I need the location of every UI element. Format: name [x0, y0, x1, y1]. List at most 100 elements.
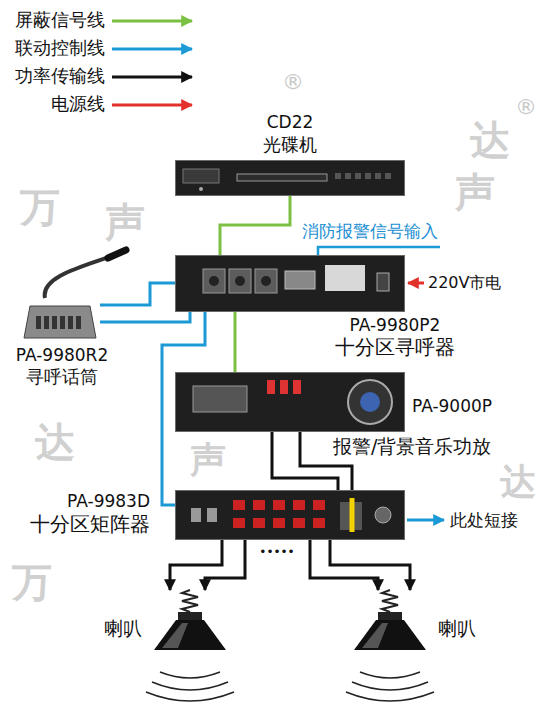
drawing-part — [313, 518, 325, 528]
drawing-part — [233, 500, 245, 510]
drawing-part — [36, 316, 41, 329]
drawing-part — [377, 273, 389, 291]
device-label: CD22 — [267, 113, 314, 132]
watermark: 万 — [20, 185, 60, 230]
watermark: ® — [282, 70, 304, 95]
device-label: 喇叭 — [438, 618, 476, 639]
loudspeaker: 喇叭 — [350, 590, 430, 662]
drawing-part — [345, 173, 351, 179]
mic-drawing — [20, 298, 100, 340]
device-label: 报警/背景音乐功放 — [333, 436, 491, 457]
pager-drawing — [175, 255, 405, 312]
zone-matrix: PA-9983D十分区矩阵器 — [175, 490, 405, 540]
drawing-part — [44, 316, 49, 329]
drawing-part — [182, 590, 198, 612]
drawing-part — [176, 256, 405, 312]
leader-arrow — [407, 519, 444, 522]
device-label: 十分区矩阵器 — [30, 513, 150, 535]
drawing-part — [52, 316, 57, 329]
drawing-part — [382, 590, 398, 612]
connector-line — [100, 283, 175, 305]
legend-sample-line — [112, 20, 192, 23]
legend-sample-line — [112, 76, 192, 79]
drawing-part — [280, 380, 288, 394]
amp-drawing — [175, 372, 405, 432]
leader-line — [318, 247, 440, 256]
drawing-part — [378, 612, 402, 620]
drawing-part — [154, 620, 226, 650]
watermark: 达 — [500, 462, 536, 502]
drawing-part — [365, 173, 371, 179]
drawing-part — [335, 173, 341, 179]
legend-sample-line — [112, 48, 192, 51]
drawing-part — [293, 518, 305, 528]
drawing-part — [176, 373, 405, 432]
connector-line — [170, 540, 222, 590]
drawing-part — [267, 380, 275, 394]
note-label: 此处短接 — [450, 511, 518, 530]
watermark: 声 — [190, 440, 226, 480]
drawing-part — [24, 306, 96, 338]
drawing-part — [176, 491, 405, 540]
device-label: 寻呼话筒 — [26, 367, 98, 387]
drawing-part — [253, 500, 265, 510]
drawing-part — [313, 500, 325, 510]
drawing-part — [385, 173, 391, 179]
cd-drawing — [175, 160, 405, 196]
drawing-part — [162, 623, 188, 648]
drawing-part — [237, 174, 327, 181]
drawing-part — [348, 380, 392, 424]
legend-sample-line — [112, 104, 192, 107]
spk-drawing — [150, 590, 230, 662]
device-label: PA-9000P — [412, 397, 492, 416]
drawing-part — [354, 620, 426, 650]
power-amplifier: PA-9000P报警/背景音乐功放 — [175, 372, 405, 432]
sound-wave — [346, 672, 434, 701]
drawing-part — [209, 276, 219, 286]
drawing-part — [273, 500, 285, 510]
drawing-part — [293, 380, 301, 394]
drawing-part — [235, 276, 245, 286]
loudspeaker: 喇叭 — [150, 590, 230, 662]
device-label: 十分区寻呼器 — [335, 336, 455, 358]
drawing-part — [375, 173, 381, 179]
power-leader — [408, 282, 424, 285]
drawing-part — [355, 173, 361, 179]
connector-line — [272, 432, 338, 490]
drawing-part — [273, 518, 285, 528]
connector-line — [234, 312, 237, 372]
drawing-part — [375, 507, 391, 523]
microphone-head — [108, 250, 126, 258]
drawing-part — [183, 169, 219, 183]
connector-line — [205, 540, 245, 590]
drawing-part — [191, 508, 201, 522]
watermark: 万 — [12, 560, 52, 605]
connector-line — [330, 540, 410, 590]
drawing-part — [350, 498, 355, 532]
legend-label: 屏蔽信号线 — [15, 10, 105, 30]
device-label: 光碟机 — [263, 135, 317, 155]
drawing-part — [178, 612, 202, 620]
drawing-part — [207, 508, 217, 522]
device-label: PA-9983D — [67, 492, 150, 511]
drawing-part — [362, 623, 388, 648]
legend-label: 联动控制线 — [15, 38, 105, 58]
drawing-part — [203, 269, 225, 293]
drawing-part — [325, 265, 365, 291]
drawing-part — [253, 518, 265, 528]
watermark: 达 — [470, 118, 510, 163]
watermark: ® — [515, 95, 537, 120]
legend-label: 功率传输线 — [15, 66, 105, 86]
drawing-part — [193, 386, 247, 412]
drawing-part — [261, 276, 271, 286]
power-label: 220V市电 — [428, 274, 501, 292]
paging-microphone: PA-9980R2寻呼话筒 — [20, 298, 100, 340]
connector-line — [220, 196, 290, 255]
sound-wave — [146, 672, 234, 701]
device-label: 喇叭 — [104, 618, 142, 639]
drawing-part — [176, 161, 405, 196]
drawing-part — [76, 316, 81, 329]
legend-label: 电源线 — [51, 94, 105, 114]
signal-input-label: 消防报警信号输入 — [302, 222, 438, 241]
